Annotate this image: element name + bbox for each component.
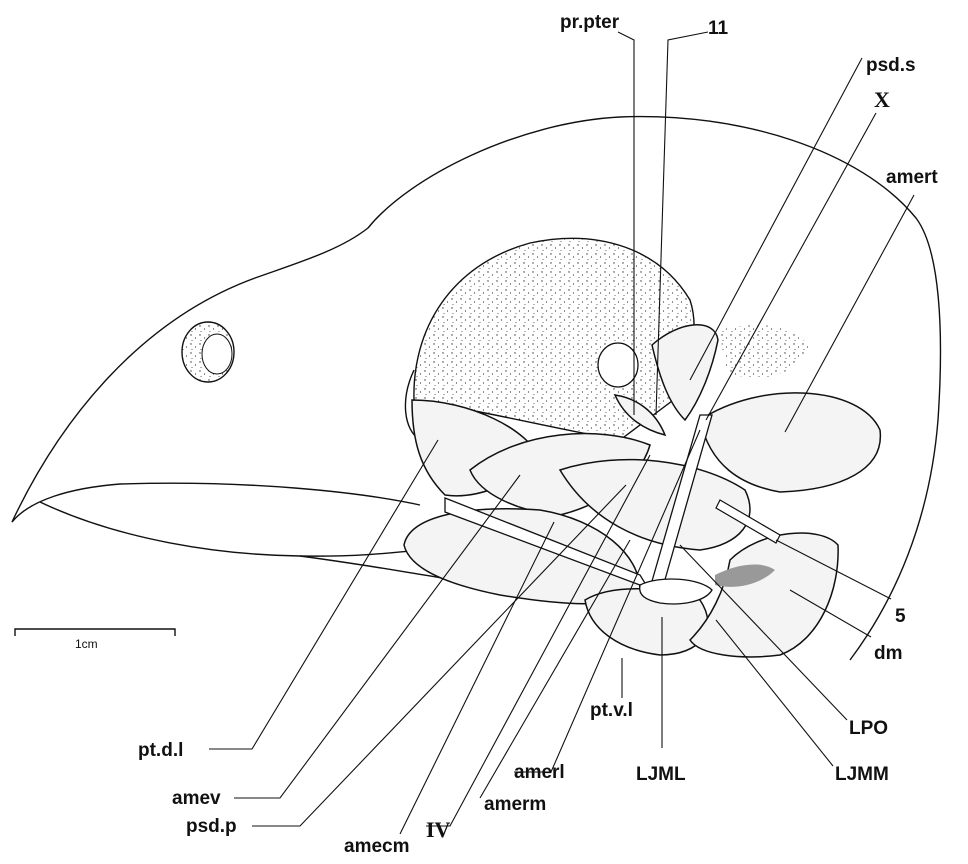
label-amecm: amecm <box>344 836 410 857</box>
label-pt-v-l: pt.v.l <box>590 700 633 721</box>
label-iv: IV <box>426 817 451 842</box>
label-amerl: amerl <box>514 762 565 783</box>
label-psd-p: psd.p <box>186 816 237 837</box>
label-ljmm: LJMM <box>835 764 889 785</box>
leader-pt-d-l <box>209 440 438 749</box>
label-amert: amert <box>886 167 938 188</box>
muscle-pt-v-l <box>404 509 640 604</box>
label-psd-s: psd.s <box>866 55 916 76</box>
muscle-amert <box>700 393 880 492</box>
beak-lower-jaw <box>40 502 420 556</box>
label-x: X <box>874 87 890 112</box>
label-pr-pter: pr.pter <box>560 12 620 33</box>
scale-bar-label: 1cm <box>75 637 98 651</box>
label-ljml: LJML <box>636 764 686 785</box>
leader-x <box>706 113 876 420</box>
label-amev: amev <box>172 788 221 809</box>
label-lpo: LPO <box>849 718 888 739</box>
leader-amert <box>785 195 914 432</box>
scale-bar <box>15 629 175 636</box>
muscle-dm <box>690 533 838 657</box>
nostril-opening <box>202 334 232 374</box>
quadrate-foot <box>640 579 712 604</box>
label-pt-d-l: pt.d.l <box>138 740 183 761</box>
label-five: 5 <box>895 606 906 627</box>
label-dm: dm <box>874 643 903 664</box>
optic-foramen <box>598 343 638 387</box>
label-eleven: 11 <box>708 18 729 39</box>
label-amerm: amerm <box>484 794 546 815</box>
